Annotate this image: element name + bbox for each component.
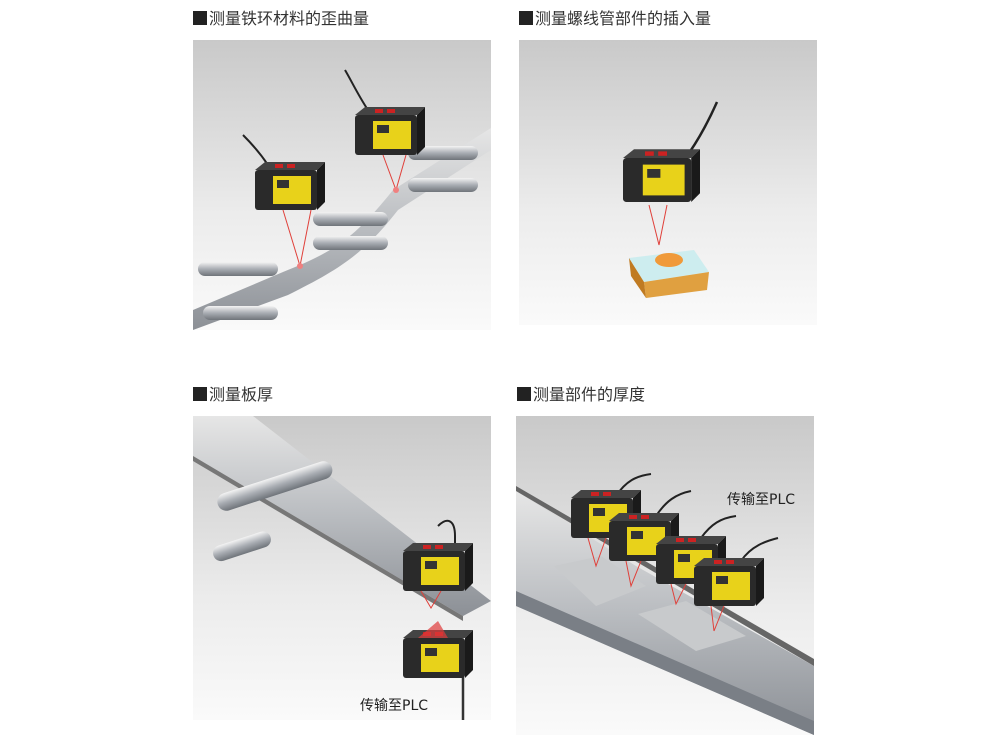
sensor-device: [694, 558, 764, 606]
illustration-ring-distortion: [193, 40, 491, 330]
section-title-text: 测量部件的厚度: [533, 385, 646, 404]
sensor-device: [623, 149, 700, 202]
roller: [217, 461, 333, 511]
roller: [198, 146, 478, 320]
sensor-device: [255, 162, 325, 210]
sensor-device: [403, 543, 473, 591]
work-part: [554, 556, 646, 606]
annotation-transfer-plc: 传输至PLC: [360, 698, 429, 714]
section-title-text: 测量铁环材料的歪曲量: [209, 9, 370, 28]
section-title-ring-distortion: 测量铁环材料的歪曲量: [193, 9, 369, 29]
solenoid-part: [655, 253, 683, 267]
illustration-solenoid-insertion: [519, 40, 817, 325]
section-title-text: 测量螺线管部件的插入量: [535, 9, 712, 28]
bullet-square-icon: [517, 387, 531, 401]
sensor-device: [355, 107, 425, 155]
bullet-square-icon: [193, 11, 207, 25]
section-title-plate-thickness: 测量板厚: [193, 385, 273, 405]
bullet-square-icon: [193, 387, 207, 401]
section-title-solenoid-insertion: 测量螺线管部件的插入量: [519, 9, 711, 29]
bullet-square-icon: [519, 11, 533, 25]
illustration-part-thickness: [516, 416, 814, 735]
annotation-transfer-plc: 传输至PLC: [727, 492, 796, 508]
section-title-part-thickness: 测量部件的厚度: [517, 385, 645, 405]
work-part: [638, 601, 746, 651]
illustration-plate-thickness: [193, 416, 491, 720]
roller: [213, 531, 271, 562]
section-title-text: 测量板厚: [209, 385, 274, 404]
